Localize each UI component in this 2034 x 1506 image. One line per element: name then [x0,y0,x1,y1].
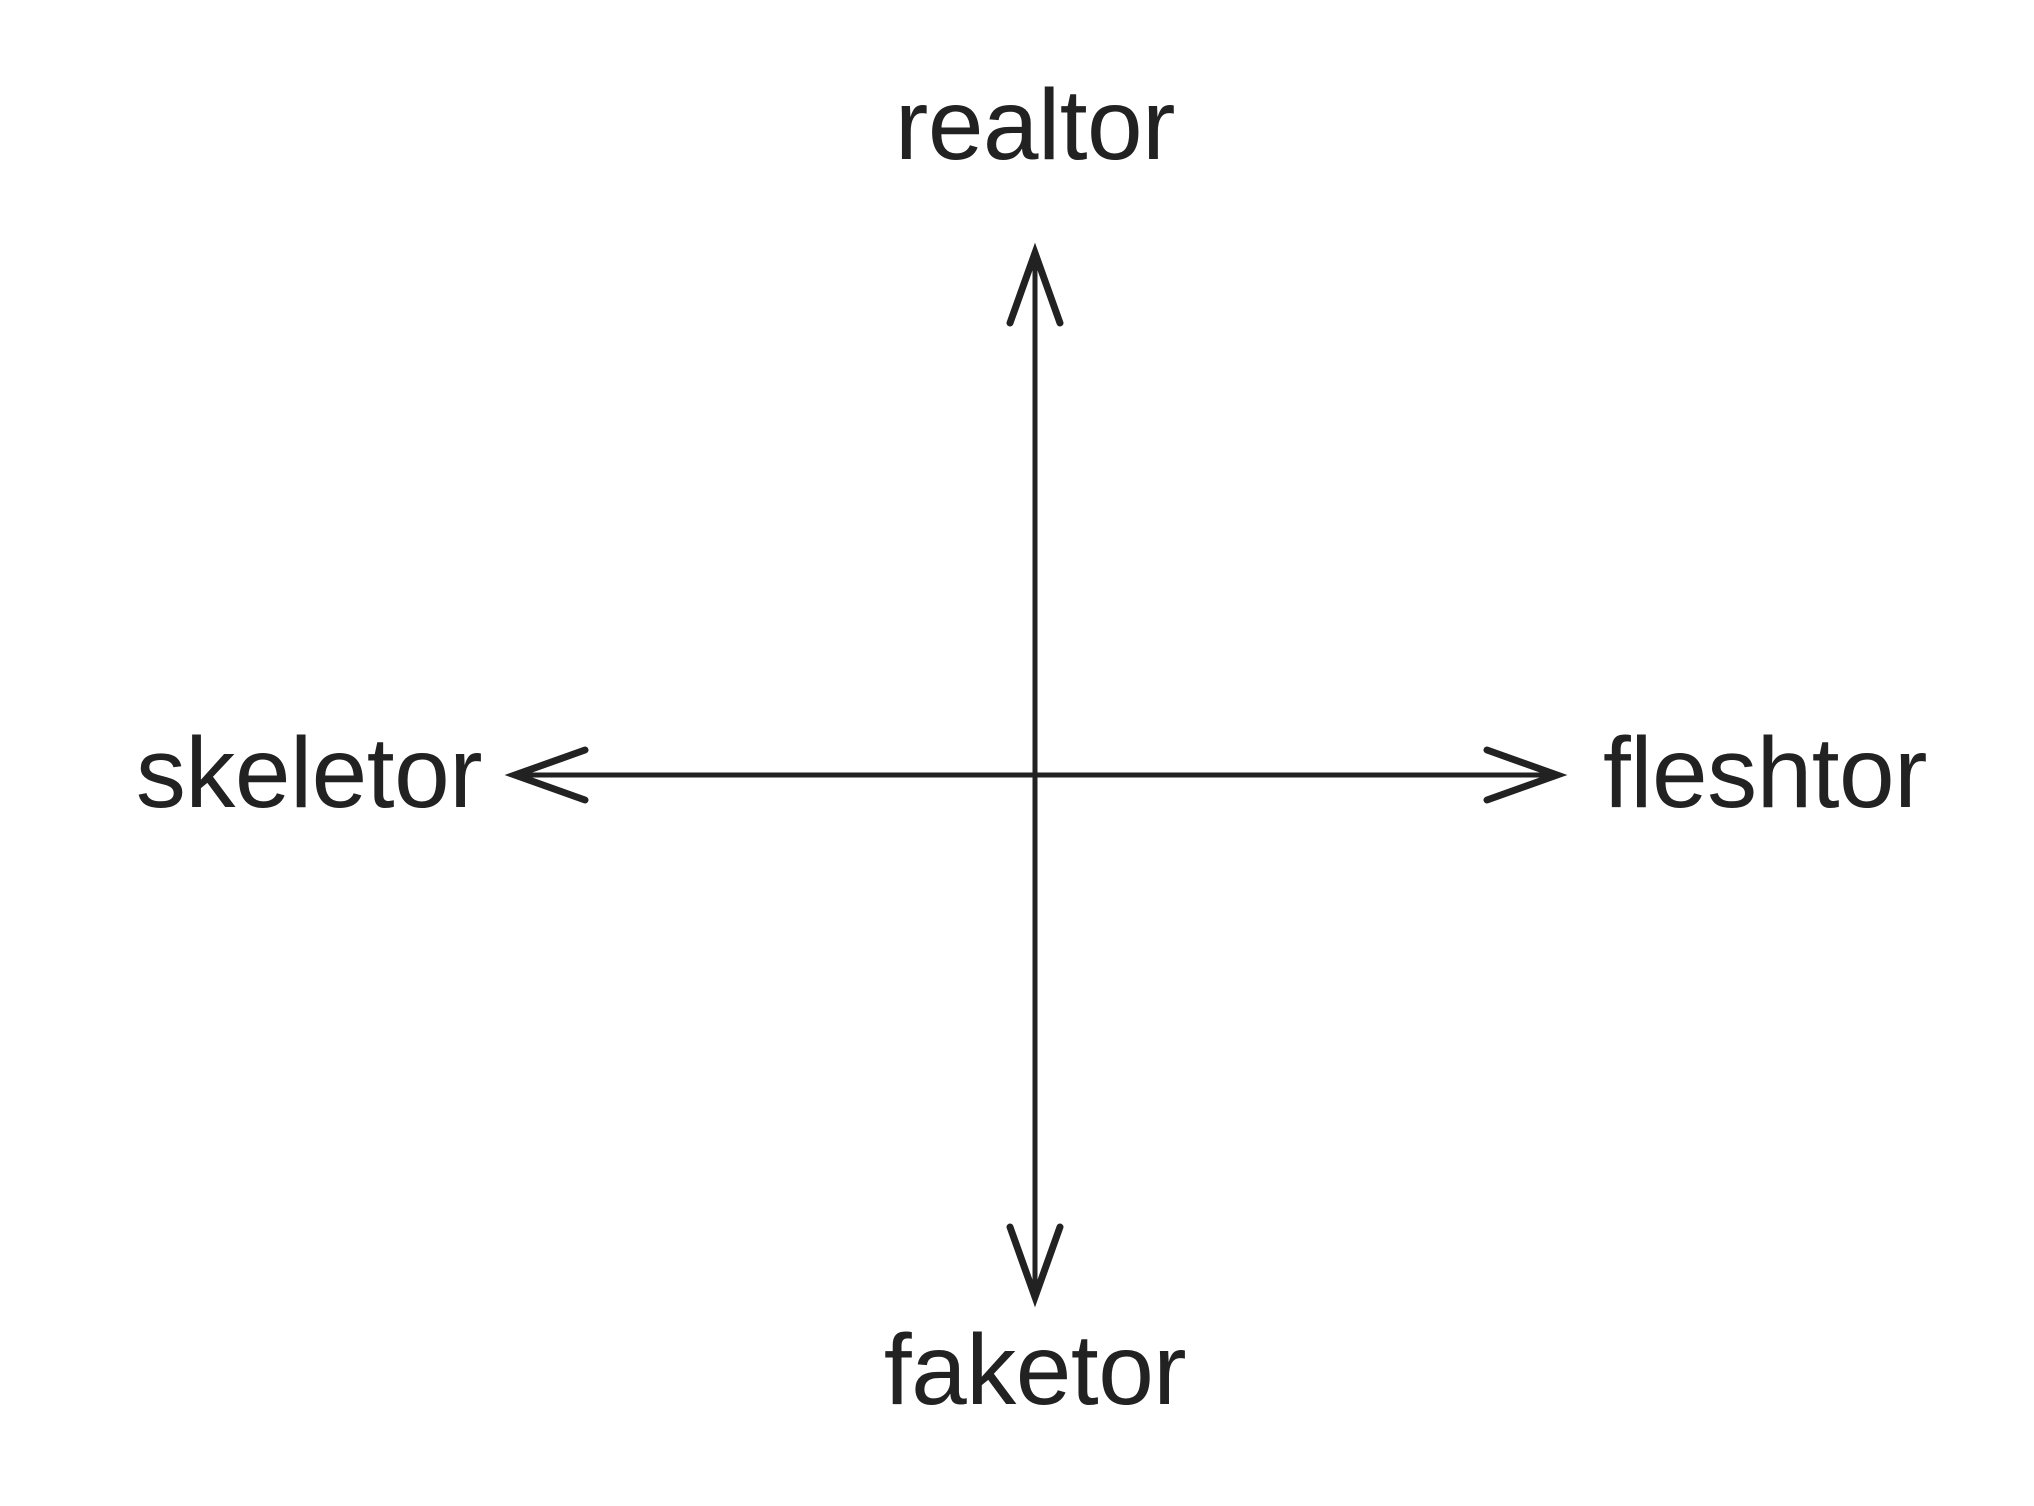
axis-label-right: fleshtor [1603,717,1927,829]
axis-label-top: realtor [895,69,1175,181]
arrow-down-icon [1006,1223,1064,1308]
axis-label-bottom: faketor [883,1314,1187,1426]
axis-label-left: skeletor [135,717,483,829]
arrow-right-icon [1483,746,1568,804]
arrow-up-icon [1006,242,1064,327]
arrow-left-icon [504,746,589,804]
